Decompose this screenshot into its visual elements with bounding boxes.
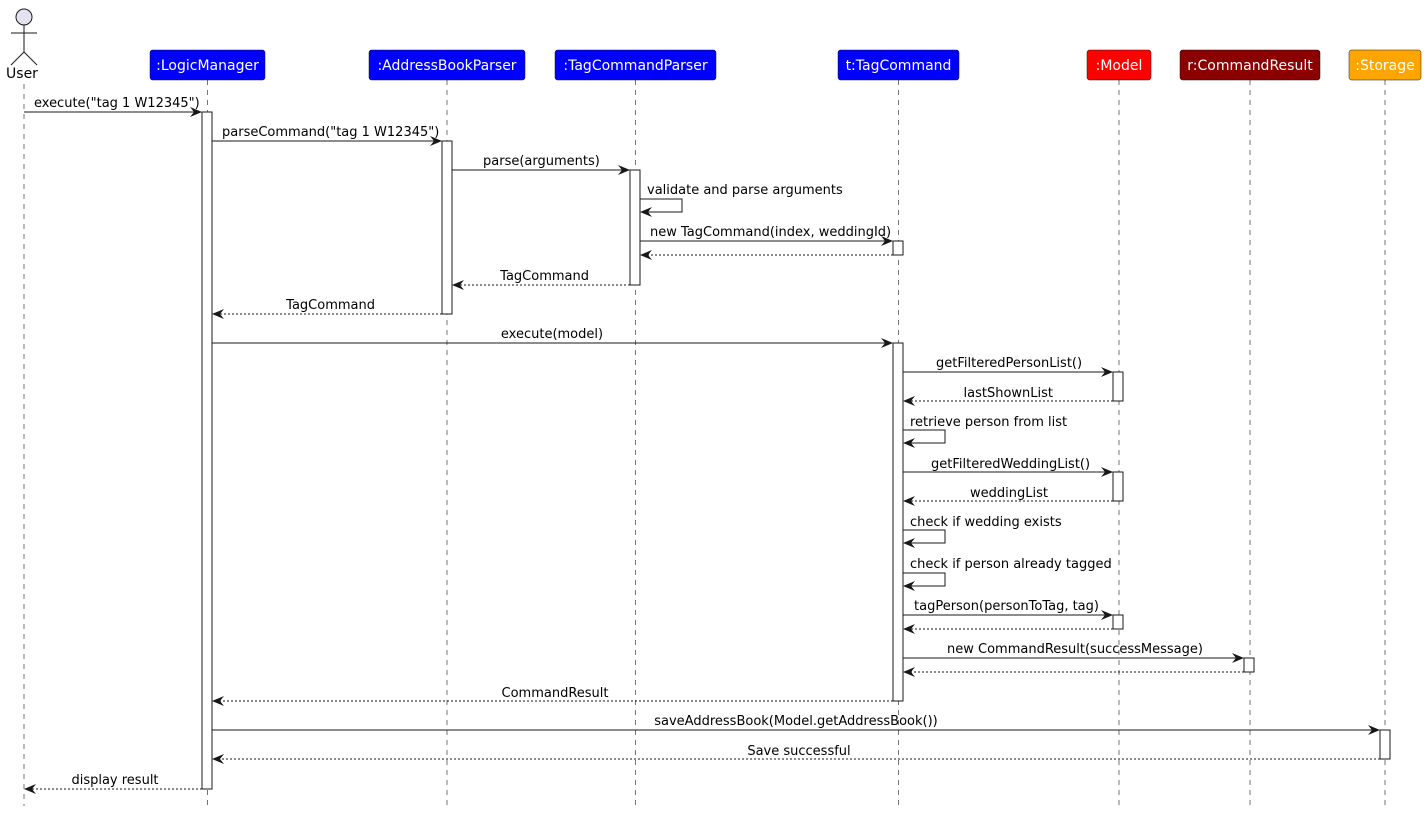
message-return: lastShownList: [903, 386, 1113, 406]
message-label: new CommandResult(successMessage): [947, 642, 1203, 657]
participant-label: :Model: [1096, 58, 1143, 74]
message: saveAddressBook(Model.getAddressBook()): [212, 714, 1380, 735]
message-label: execute("tag 1 W12345"): [34, 96, 200, 111]
participant-box: [1348, 49, 1422, 81]
activation-logic: [201, 111, 213, 790]
participant-label: :AddressBookParser: [377, 58, 516, 74]
message-label: tagPerson(personToTag, tag): [914, 599, 1099, 614]
message-self: check if person already tagged: [903, 557, 1112, 591]
message-return: Save successful: [212, 744, 1380, 764]
message-return: display result: [24, 773, 202, 794]
message-label: parseCommand("tag 1 W12345"): [222, 125, 439, 140]
activation-cr: [1243, 657, 1255, 673]
activation-model-2: [1112, 471, 1124, 502]
message-label: TagCommand: [285, 298, 375, 313]
message-label: TagCommand: [499, 269, 589, 284]
participant-storage: :Storage: [1348, 49, 1422, 81]
message-label: lastShownList: [964, 386, 1054, 401]
message-self: validate and parse arguments: [640, 183, 843, 217]
message: parse(arguments): [452, 154, 630, 175]
message: new TagCommand(index, weddingId): [640, 225, 893, 246]
participant-label: :Storage: [1355, 58, 1415, 74]
message-label: new TagCommand(index, weddingId): [650, 225, 891, 240]
activation-tc-execute: [892, 342, 904, 702]
participant-model: :Model: [1086, 49, 1152, 81]
messages: execute("tag 1 W12345") parseCommand("ta…: [24, 96, 1380, 794]
message-return: TagCommand: [452, 269, 630, 290]
participant-tcp: :TagCommandParser: [554, 49, 717, 81]
participant-label: :LogicManager: [156, 58, 259, 74]
message-label: execute(model): [501, 327, 603, 342]
message: parseCommand("tag 1 W12345"): [212, 125, 442, 146]
message: execute(model): [212, 327, 893, 348]
message-label: display result: [71, 773, 158, 788]
user-actor-label: User: [6, 66, 38, 82]
message-label: validate and parse arguments: [647, 183, 843, 198]
activation-abp: [441, 140, 453, 315]
message-label: retrieve person from list: [910, 415, 1067, 430]
activation-storage: [1379, 729, 1391, 760]
message-return: weddingList: [903, 486, 1113, 506]
activation-tcp: [629, 169, 641, 286]
participant-label: t:TagCommand: [846, 58, 952, 74]
message-label: getFilteredPersonList(): [936, 356, 1082, 371]
message-label: getFilteredWeddingList(): [931, 457, 1090, 472]
activation-model-3: [1112, 614, 1124, 630]
message-return: TagCommand: [212, 298, 442, 319]
participant-box: [1179, 49, 1321, 81]
message: getFilteredPersonList(): [903, 356, 1113, 377]
activation-tc-constructor: [892, 240, 904, 256]
message-label: saveAddressBook(Model.getAddressBook()): [654, 714, 937, 729]
message-label: Save successful: [747, 744, 850, 759]
activation-model-1: [1112, 371, 1124, 402]
participant-box: [837, 49, 960, 81]
message-return: CommandResult: [212, 686, 893, 706]
message-label: parse(arguments): [483, 154, 600, 169]
activations: [201, 111, 1391, 790]
participant-label: r:CommandResult: [1187, 58, 1313, 74]
participant-box: [368, 49, 526, 81]
participant-abp: :AddressBookParser: [368, 49, 526, 81]
message-label: CommandResult: [502, 686, 609, 701]
message: getFilteredWeddingList(): [903, 457, 1113, 477]
participant-cr: r:CommandResult: [1179, 49, 1321, 81]
message-self: check if wedding exists: [903, 515, 1062, 548]
message-label: check if wedding exists: [910, 515, 1062, 530]
participant-label: :TagCommandParser: [563, 58, 707, 74]
message: execute("tag 1 W12345"): [24, 96, 202, 117]
participant-logic: :LogicManager: [149, 49, 266, 81]
message: tagPerson(personToTag, tag): [903, 599, 1113, 620]
participant-tc: t:TagCommand: [837, 49, 960, 81]
participant-box: [1086, 49, 1152, 81]
participant-box: [554, 49, 717, 81]
message-self: retrieve person from list: [903, 415, 1067, 448]
message-label: weddingList: [970, 486, 1048, 501]
message: new CommandResult(successMessage): [903, 642, 1244, 663]
user-actor: User: [6, 8, 38, 82]
participant-box: [149, 49, 266, 81]
message-label: check if person already tagged: [910, 557, 1112, 572]
